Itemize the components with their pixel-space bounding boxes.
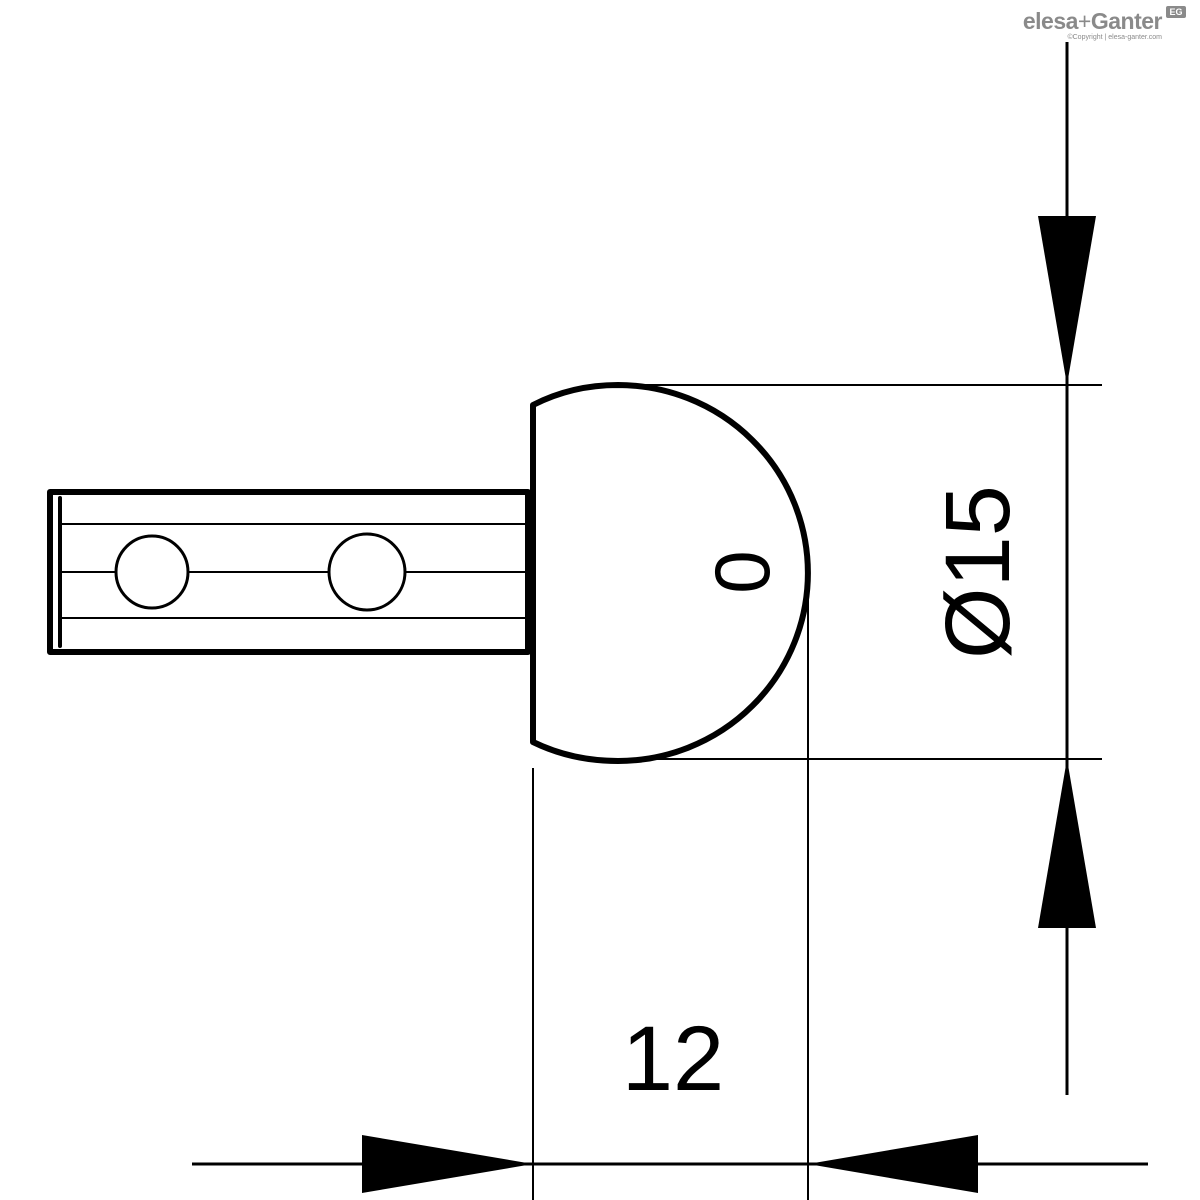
brand-right: Ganter — [1090, 8, 1163, 34]
brand-plus: + — [1077, 8, 1091, 34]
dimension-length: 12 — [192, 1008, 1148, 1193]
arrowhead-up — [1038, 759, 1096, 928]
arrowhead-down — [1038, 216, 1096, 385]
shaft-hole-2 — [327, 532, 407, 612]
shaft-hole-1 — [114, 534, 190, 610]
dimension-diameter: Ø15 — [927, 42, 1096, 1095]
copyright-text: ©Copyright | elesa-ganter.com — [1067, 34, 1162, 41]
key-shaft — [47, 489, 531, 655]
key-head — [530, 382, 811, 764]
brand-left: elesa — [1022, 8, 1079, 34]
brand-wordmark: elesa+Ganter — [1022, 8, 1163, 34]
dimension-diameter-label: Ø15 — [927, 485, 1029, 659]
shaft-outline — [47, 489, 531, 655]
brand-logo: elesa+Ganter EG ©Copyright | elesa-gante… — [1002, 4, 1192, 46]
brand-badge: EG — [1166, 6, 1186, 18]
arrowhead-left — [808, 1135, 978, 1193]
arrowhead-right — [362, 1135, 533, 1193]
dimension-length-label: 12 — [622, 1008, 724, 1110]
extension-lines — [532, 384, 1102, 1200]
head-marking: 0 — [698, 550, 786, 593]
